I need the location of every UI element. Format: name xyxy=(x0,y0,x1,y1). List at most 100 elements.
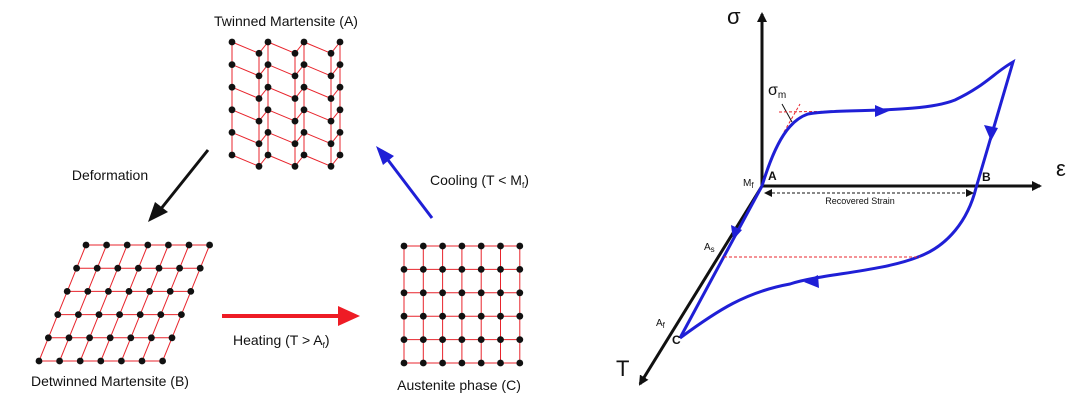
twinned-atom xyxy=(291,140,299,148)
twinned-atom xyxy=(336,61,344,68)
twinned-atom xyxy=(336,83,344,91)
twinned-bond xyxy=(231,131,260,145)
austenite-atom xyxy=(400,266,408,273)
austenite-atom xyxy=(400,359,408,367)
twinned-atom xyxy=(291,95,299,102)
twinned-atom xyxy=(336,151,344,159)
detwinned-bond xyxy=(117,244,128,269)
detwinned-atom xyxy=(114,264,122,272)
detwinned-atom xyxy=(82,241,90,249)
point-a-label: A xyxy=(768,169,777,183)
austenite-atom xyxy=(458,312,466,320)
detwinned-atom xyxy=(116,311,123,318)
detwinned-bond xyxy=(59,337,70,362)
austenite-atom xyxy=(516,359,524,367)
detwinned-bond xyxy=(162,337,173,362)
twinned-atom xyxy=(264,38,272,46)
mf-label: Mf xyxy=(743,178,754,190)
twinned-atom xyxy=(300,129,308,136)
twinned-bond xyxy=(267,131,296,145)
twinned-atom xyxy=(300,151,308,159)
twinned-atom xyxy=(228,38,236,46)
twinned-atom xyxy=(255,140,263,148)
twinned-bond xyxy=(303,64,332,77)
austenite-atom xyxy=(458,336,466,343)
stress-strain-temperature-graph: σ ε T σm Recovered Strain A B C Mf As Af xyxy=(616,4,1066,386)
detwinned-atom xyxy=(138,357,146,365)
strain-axis-label: ε xyxy=(1056,156,1066,181)
detwinned-bond xyxy=(180,291,192,315)
austenite-atom xyxy=(477,266,485,273)
twinned-atom xyxy=(264,83,272,91)
twinned-atom xyxy=(264,129,272,136)
detwinned-atom xyxy=(123,241,131,249)
detwinned-bond xyxy=(158,244,169,269)
detwinned-atom xyxy=(84,288,92,295)
twinned-bond xyxy=(231,154,260,167)
austenite-atom xyxy=(419,359,427,367)
austenite-atom xyxy=(497,312,504,320)
sigma-m-leader xyxy=(781,103,793,123)
twinned-atom xyxy=(291,162,299,170)
detwinned-martensite-label: Detwinned Martensite (B) xyxy=(31,373,189,389)
hysteresis-curve xyxy=(679,58,1016,340)
detwinned-atom xyxy=(157,311,165,318)
austenite-atom xyxy=(497,336,504,343)
austenite-atom xyxy=(497,289,504,297)
detwinned-atom xyxy=(75,311,82,318)
austenite-atom xyxy=(477,289,485,297)
stress-axis-label: σ xyxy=(727,4,741,29)
detwinned-atom xyxy=(65,334,73,342)
twinned-bond xyxy=(267,41,296,54)
detwinned-atom xyxy=(76,357,84,365)
detwinned-bond xyxy=(79,337,91,362)
twinned-atom xyxy=(255,117,263,125)
detwinned-bond xyxy=(76,244,87,269)
austenite-atom xyxy=(439,359,446,367)
twinned-atom xyxy=(228,83,236,91)
detwinned-atom xyxy=(118,357,125,365)
detwinned-bond xyxy=(149,268,160,292)
detwinned-atom xyxy=(135,264,142,272)
austenite-atom xyxy=(439,289,446,297)
heating-arrow-head xyxy=(338,306,360,326)
as-label: As xyxy=(704,242,715,254)
austenite-atom xyxy=(458,242,466,250)
recovered-strain-arrow-right xyxy=(966,189,974,197)
twinned-bond xyxy=(303,154,332,167)
austenite-atom xyxy=(419,242,427,250)
austenite-atom xyxy=(497,359,504,367)
twinned-bond xyxy=(267,154,296,167)
twinned-atom xyxy=(327,95,335,102)
twinned-atom xyxy=(228,151,236,159)
detwinned-atom xyxy=(165,241,172,249)
detwinned-bond xyxy=(107,268,119,292)
detwinned-bond xyxy=(141,337,152,362)
austenite-atom xyxy=(477,359,485,367)
twinned-atom xyxy=(291,72,299,80)
austenite-atom xyxy=(458,359,466,367)
austenite-atom xyxy=(497,242,504,250)
detwinned-atom xyxy=(56,357,63,365)
twinned-bond xyxy=(303,86,332,99)
austenite-atom xyxy=(439,266,446,273)
detwinned-atom xyxy=(97,357,105,365)
twinned-atom xyxy=(264,106,272,114)
detwinned-atom xyxy=(106,334,114,342)
detwinned-bond xyxy=(66,268,78,292)
austenite-atom xyxy=(516,336,524,343)
detwinned-atom xyxy=(95,311,103,318)
austenite-atom xyxy=(400,242,408,250)
cycle-diagram: Twinned Martensite (A) Detwinned Martens… xyxy=(31,13,529,393)
austenite-atom xyxy=(419,336,427,343)
detwinned-bond xyxy=(47,314,59,338)
detwinned-atom xyxy=(146,288,154,295)
detwinned-bond xyxy=(38,337,49,362)
twinned-atom xyxy=(228,106,236,114)
detwinned-bond xyxy=(179,244,190,269)
detwinned-bond xyxy=(119,291,130,315)
austenite-atom xyxy=(477,242,485,250)
twinned-atom xyxy=(255,49,263,57)
twinned-bond xyxy=(231,109,260,122)
